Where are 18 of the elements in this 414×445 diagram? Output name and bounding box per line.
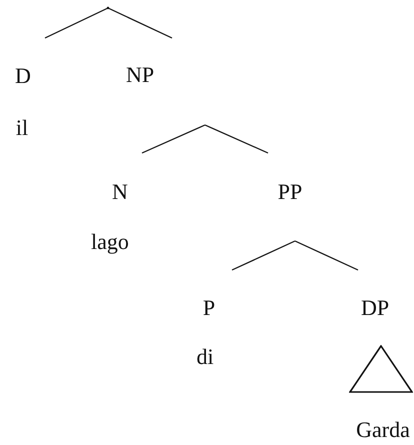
- tree-branch-line: [232, 240, 296, 271]
- branch-point: [106, 6, 110, 10]
- tree-branch-line: [142, 124, 206, 154]
- tree-branch-line: [44, 7, 108, 39]
- tree-node-label: lago: [85, 230, 135, 258]
- tree-node-label: DP: [345, 270, 405, 320]
- tree-node-label: PP: [262, 153, 318, 241]
- tree-node-label: di: [190, 345, 220, 371]
- tree-node-label: il: [5, 116, 39, 142]
- triangle-symbol: [349, 345, 413, 393]
- tree-node-label: D: [0, 38, 46, 88]
- tree-node-label: P: [184, 270, 234, 320]
- tree-node-label: N: [96, 153, 144, 205]
- tree-node-label: NP: [75, 38, 205, 125]
- tree-node-label: Garda: [352, 418, 414, 444]
- tree-branch-line: [204, 124, 268, 154]
- tree-branch-line: [108, 7, 172, 39]
- tree-branch-line: [294, 240, 358, 271]
